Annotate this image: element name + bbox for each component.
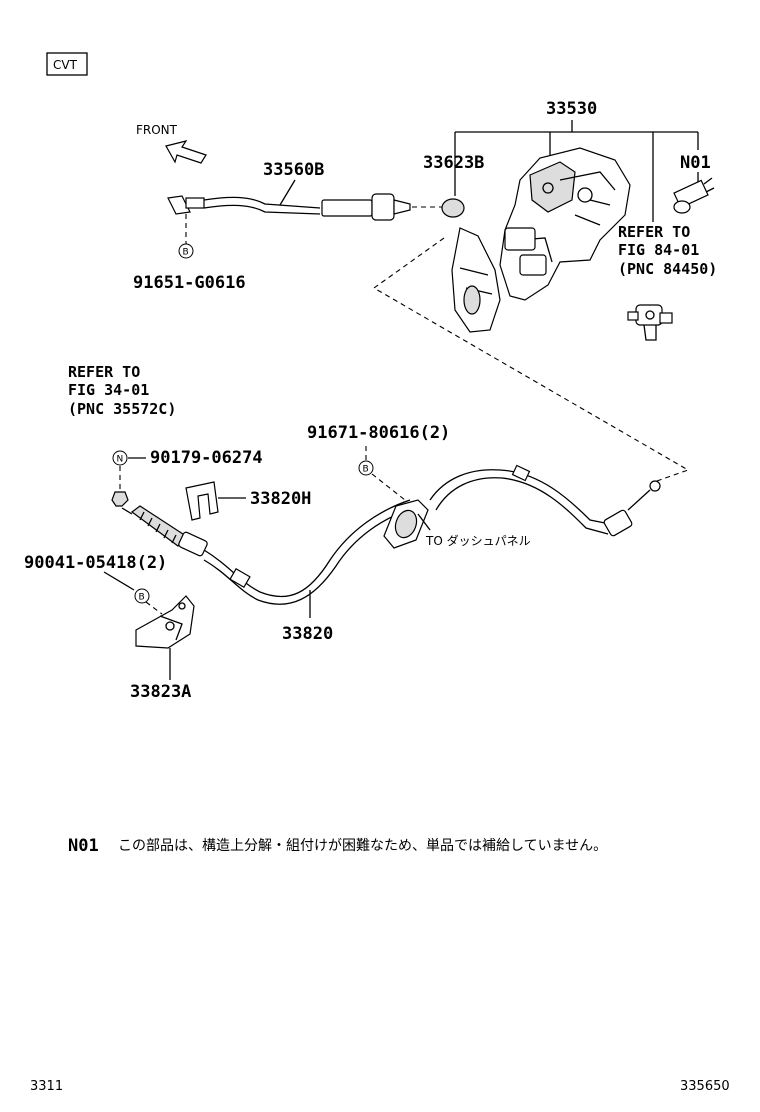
b-badge-2 (358, 460, 374, 476)
label-33820H: 33820H (250, 489, 311, 509)
b-badge-3 (134, 588, 150, 604)
variant-box (46, 52, 88, 76)
sensor-N01 (673, 172, 715, 214)
lock-cable-33560B (167, 193, 411, 221)
label-90179: 90179-06274 (150, 448, 263, 468)
refer-right-line2: FIG 84-01 (618, 241, 699, 259)
refer-right-line3: (PNC 84450) (618, 260, 717, 278)
front-arrow-icon (165, 140, 207, 164)
refer-left-line1: REFER TO (68, 363, 140, 381)
refer-left-line2: FIG 34-01 (68, 381, 149, 399)
leader-33530 (454, 120, 699, 222)
footer-left: 3311 (30, 1079, 63, 1094)
footnote-code: N01 (68, 836, 99, 856)
label-90041: 90041-05418(2) (24, 553, 167, 573)
solenoid-part (627, 304, 673, 341)
variant-label: CVT (53, 58, 78, 72)
leader-33560B (279, 179, 296, 206)
leader-90041-b (145, 601, 163, 615)
n-badge (112, 450, 128, 466)
label-91651: 91651-G0616 (133, 273, 246, 293)
bracket-33823A (135, 595, 195, 649)
clip-33820H (185, 481, 219, 521)
b-badge-1-text: B (183, 248, 189, 258)
shift-lever-assembly (451, 147, 631, 333)
refer-left-line3: (PNC 35572C) (68, 400, 176, 418)
front-label: FRONT (136, 123, 178, 137)
leader-90041 (103, 571, 135, 591)
leader-dash-note (417, 513, 431, 531)
footnote-text: この部品は、構造上分解・組付けが困難なため、単品では補給していません。 (118, 838, 607, 854)
label-33820: 33820 (282, 624, 333, 644)
label-33623B: 33623B (423, 153, 484, 173)
dash-grommet (383, 499, 429, 549)
dash-panel-note: TO ダッシュパネル (425, 533, 531, 548)
leader-91671-b (371, 473, 406, 501)
label-91671: 91671-80616(2) (307, 423, 450, 443)
footer-right: 335650 (680, 1079, 730, 1094)
label-N01: N01 (680, 153, 711, 173)
b-badge-3-text: B (139, 593, 145, 603)
shift-cable-33820 (121, 464, 661, 605)
label-33530: 33530 (546, 99, 597, 119)
refer-right-line1: REFER TO (618, 223, 690, 241)
label-33823A: 33823A (130, 682, 191, 702)
b-badge-1 (178, 243, 194, 259)
nut-90179 (111, 491, 129, 507)
n-badge-text: N (117, 455, 124, 465)
cap-33623B (441, 198, 465, 218)
b-badge-2-text: B (363, 465, 369, 475)
label-33560B: 33560B (263, 160, 324, 180)
